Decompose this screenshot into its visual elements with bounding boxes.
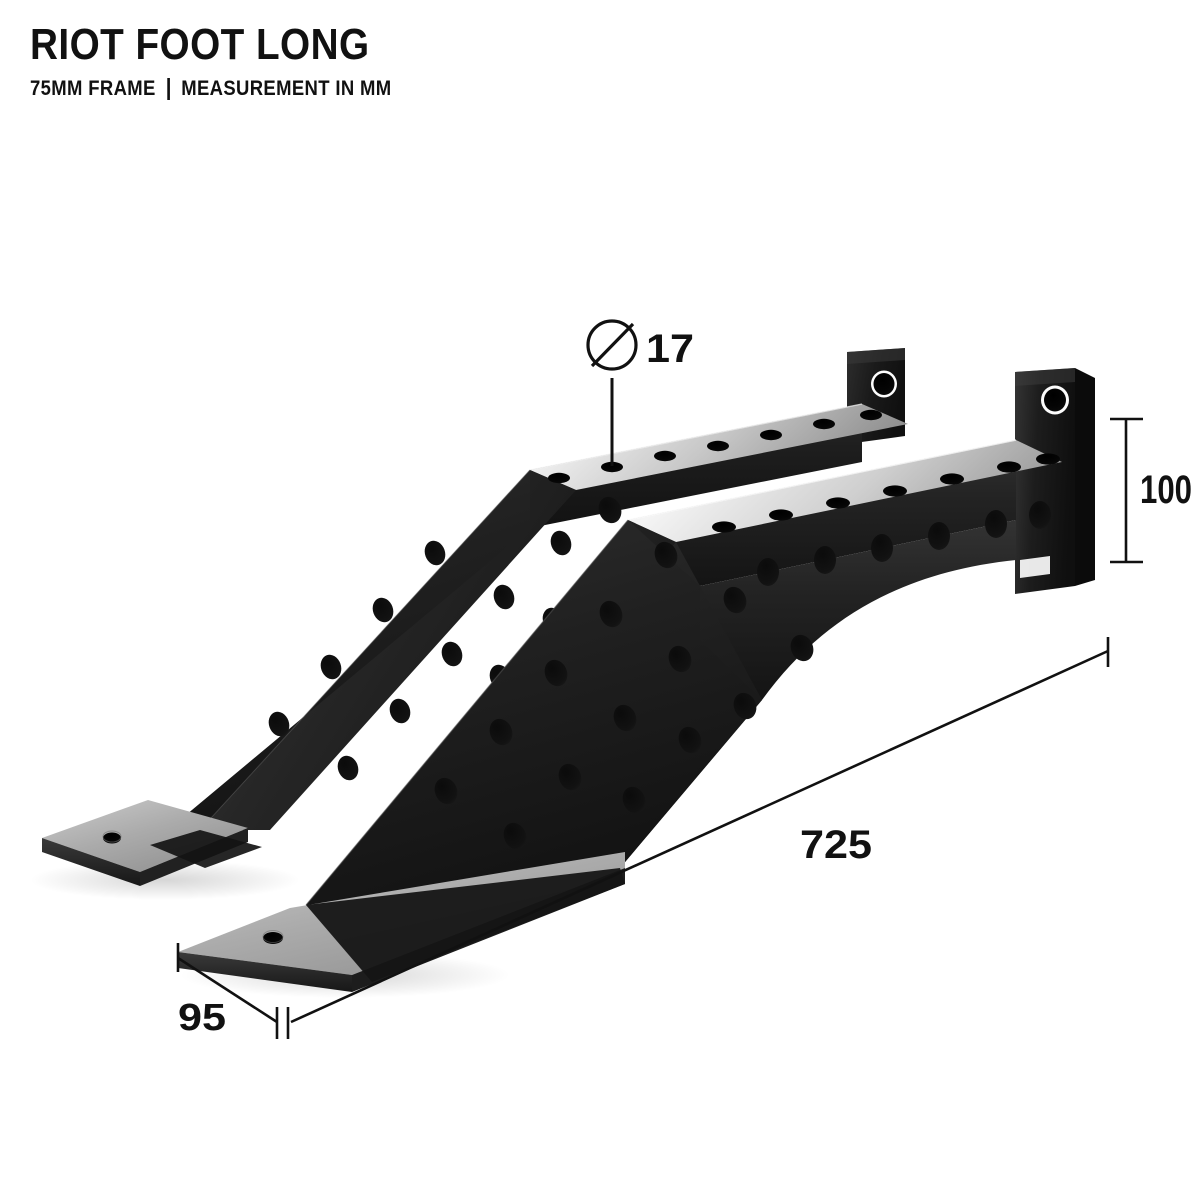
height-value: 100 (1140, 468, 1192, 512)
hole-pattern-front-leg (434, 496, 814, 850)
hole-pattern-back-top (548, 409, 882, 484)
wall-mount-plate (1015, 368, 1095, 594)
hole-diameter-value: 17 (646, 327, 694, 371)
dimension-length: 725 (286, 637, 1110, 1039)
diameter-symbol-slash (590, 322, 635, 368)
base-plate-front (178, 852, 625, 992)
dimension-height: 100 (1110, 417, 1192, 564)
subtitle-row: 75MM FRAME MEASUREMENT IN MM (30, 77, 822, 101)
frame-spec-label: 75MM FRAME (30, 77, 156, 100)
front-beam-to-leg-gusset (700, 520, 1016, 700)
front-beam-top (628, 440, 1062, 542)
hole-pattern-front-top (712, 453, 1060, 533)
length-value: 725 (800, 823, 872, 867)
width-dim-line (177, 956, 278, 1024)
hole-pattern-front-side (757, 501, 1051, 586)
page-title: RIOT FOOT LONG (30, 20, 370, 69)
header-block: RIOT FOOT LONG 75MM FRAME MEASUREMENT IN… (30, 22, 930, 101)
measurement-note-label: MEASUREMENT IN MM (181, 77, 392, 100)
width-value: 95 (178, 997, 226, 1039)
dimension-width: 95 (176, 943, 279, 1039)
subtitle-divider (167, 78, 170, 100)
front-leg-lower (306, 520, 762, 905)
base-plate-back (42, 800, 262, 886)
front-foot-bracket (178, 368, 1095, 992)
back-foot-bracket (42, 348, 908, 886)
length-dim-line (290, 649, 1109, 1024)
diameter-symbol-circle (586, 319, 638, 371)
dimension-hole-diameter: 17 (586, 319, 694, 466)
